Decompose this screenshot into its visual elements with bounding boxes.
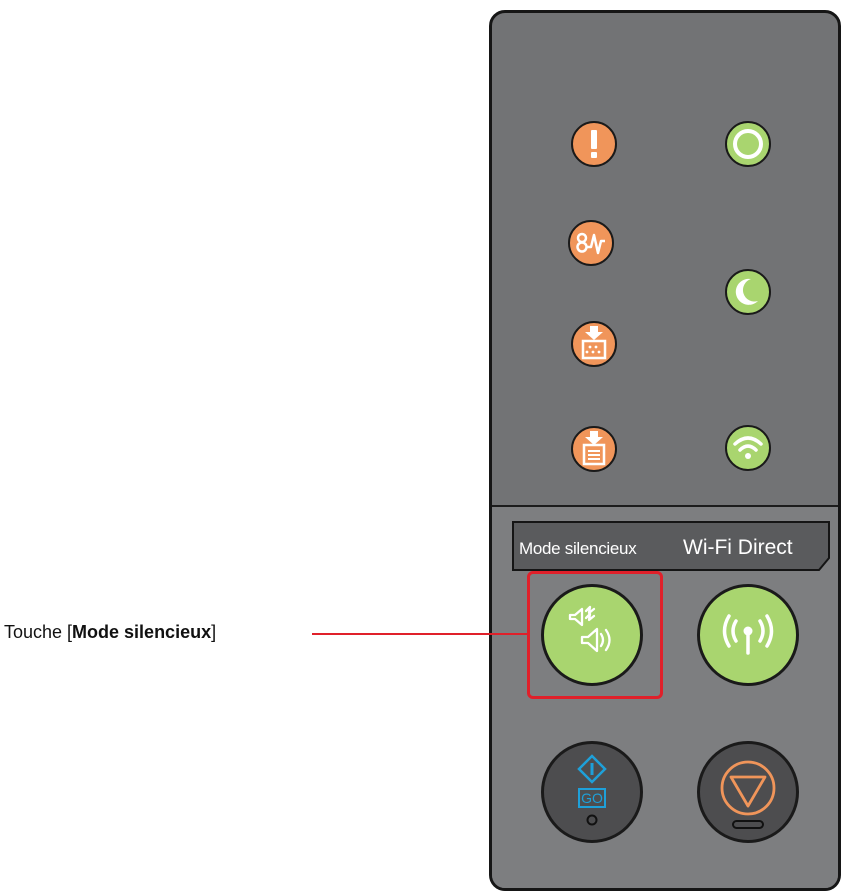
toner-indicator: [570, 320, 618, 368]
quiet-mode-callout: Touche [Mode silencieux]: [4, 622, 216, 643]
button-label-strip: Mode silencieux Wi-Fi Direct: [511, 520, 833, 572]
panel-divider: [492, 505, 838, 507]
stop-icon: [720, 760, 776, 829]
memory-icon: [568, 220, 614, 266]
sleep-icon: [725, 269, 771, 315]
attention-indicator: [570, 120, 618, 168]
callout-suffix: ]: [211, 622, 217, 642]
quiet-mode-icon: [568, 605, 611, 653]
toner-icon: [571, 321, 617, 367]
wifi-direct-icon: [722, 614, 774, 655]
stop-button[interactable]: [697, 741, 799, 843]
callout-prefix: Touche [: [4, 622, 73, 642]
memory-indicator: [567, 219, 615, 267]
start-go-icon: [577, 754, 607, 826]
callout-key-name: Mode silencieux: [72, 622, 212, 642]
attention-icon: [571, 121, 617, 167]
quiet-mode-label: Mode silencieux: [519, 539, 637, 558]
processing-indicator: [724, 120, 772, 168]
wifi-direct-label: Wi-Fi Direct: [683, 536, 793, 559]
paper-indicator: [570, 425, 618, 473]
paper-icon: [571, 426, 617, 472]
go-label: GO: [581, 790, 603, 806]
quiet-mode-button[interactable]: [541, 584, 643, 686]
start-button[interactable]: GO: [541, 741, 643, 843]
wifi-indicator: [724, 424, 772, 472]
wifi-icon: [725, 425, 771, 471]
callout-leader-line: [312, 633, 528, 635]
quiet-mode-highlight: [527, 571, 663, 699]
sleep-indicator: [724, 268, 772, 316]
processing-icon: [725, 121, 771, 167]
wifi-direct-button[interactable]: [697, 584, 799, 686]
